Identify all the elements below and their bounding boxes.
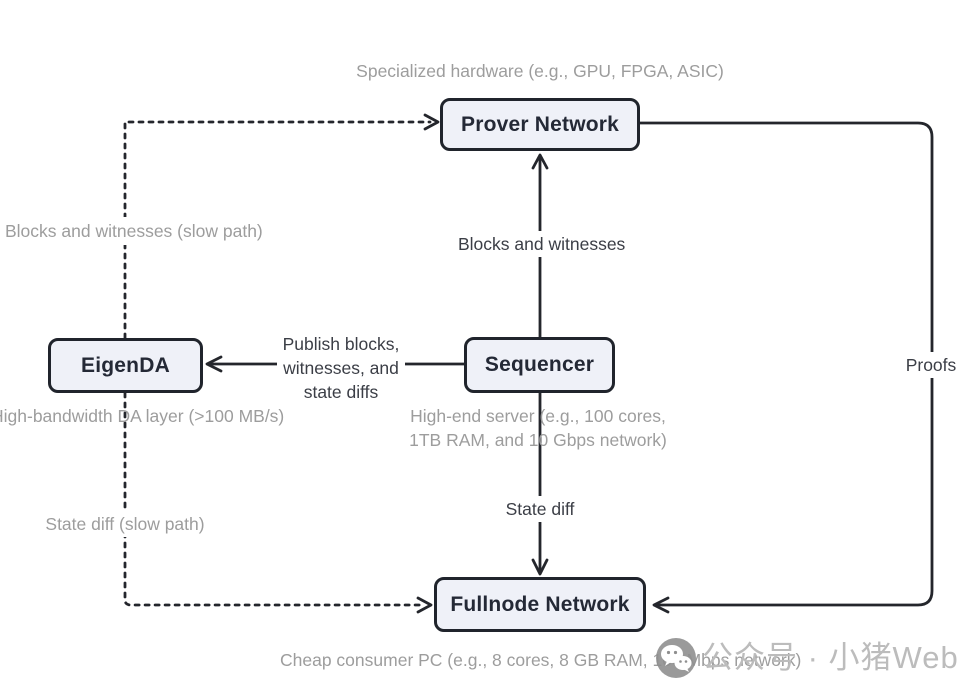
node-fullnode-network-label: Fullnode Network: [450, 592, 630, 616]
edge-label-publish-blocks: Publish blocks, witnesses, and state dif…: [277, 331, 405, 405]
arrowhead-into-fullnode-top: [531, 558, 549, 576]
publish-label-line3: state diffs: [303, 382, 379, 402]
edge-label-proofs: Proofs: [903, 352, 959, 378]
arrowhead-into-prover-bottom: [531, 153, 549, 170]
node-sequencer: Sequencer: [464, 337, 615, 393]
wechat-icon: [656, 638, 696, 678]
node-eigenda-label: EigenDA: [81, 353, 170, 377]
edge-label-state-diff-slow-path: State diff (slow path): [42, 511, 208, 537]
node-sequencer-label: Sequencer: [484, 353, 595, 376]
arrowhead-into-eigenda-right: [205, 355, 223, 373]
node-fullnode-network: Fullnode Network: [434, 577, 646, 632]
arrowhead-into-fullnode-right: [652, 596, 670, 614]
sequencer-caption: High-end server (e.g., 100 cores, 1TB RA…: [407, 404, 669, 452]
eigenda-caption: High-bandwidth DA layer (>100 MB/s): [0, 406, 285, 426]
sequencer-caption-line1: High-end server (e.g., 100 cores,: [410, 406, 666, 426]
edge-eigenda-to-prover: [123, 120, 432, 340]
publish-label-line1: Publish blocks,: [282, 334, 400, 354]
edge-eigenda-to-fullnode: [123, 391, 425, 607]
arrowhead-into-prover-left: [423, 113, 440, 131]
node-prover-network: Prover Network: [440, 98, 640, 151]
publish-label-line2: witnesses, and: [283, 358, 399, 378]
node-prover-network-label: Prover Network: [460, 112, 620, 136]
edge-label-blocks-and-witnesses: Blocks and witnesses: [458, 231, 625, 257]
edge-label-blocks-witnesses-slow-path: Blocks and witnesses (slow path): [0, 217, 269, 245]
prover-caption: Specialized hardware (e.g., GPU, FPGA, A…: [356, 61, 724, 81]
edge-prover-to-fullnode: [638, 121, 934, 607]
watermark-text: 公众号 · 小猪Web3: [702, 640, 960, 675]
edge-label-state-diff: State diff: [498, 496, 582, 522]
watermark: 公众号 · 小猪Web3: [654, 636, 960, 680]
node-eigenda: EigenDA: [48, 338, 203, 393]
arrowhead-into-fullnode-left: [416, 596, 433, 614]
sequencer-caption-line2: 1TB RAM, and 10 Gbps network): [409, 430, 667, 450]
